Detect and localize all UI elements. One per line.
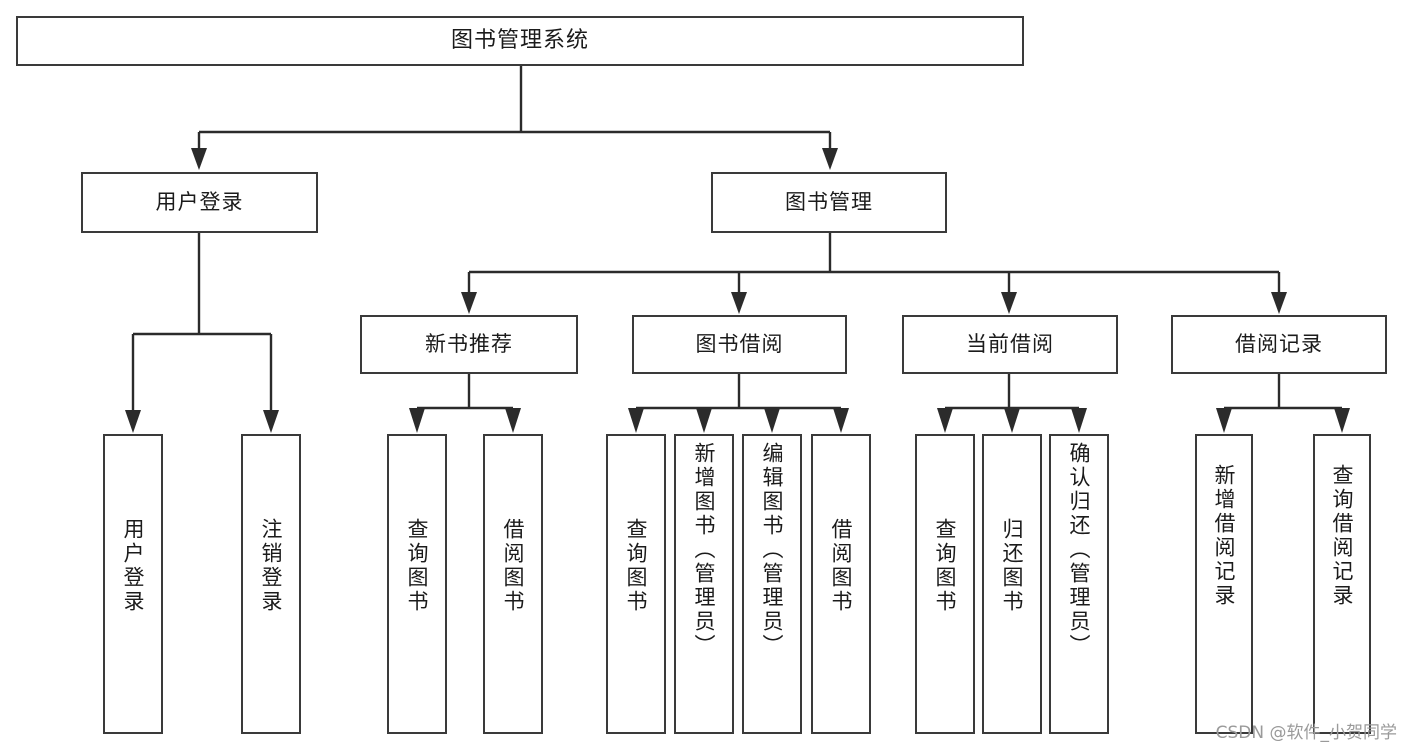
arrow-cb-leaf-3: [1071, 408, 1087, 433]
arrow-bm-child-3: [1001, 292, 1017, 314]
node-user-login-label: 用户登录: [155, 189, 244, 214]
arrow-cb-leaf-2: [1004, 408, 1020, 433]
arrow-nbr-leaf-1: [409, 408, 425, 433]
arrow-bb-leaf-4: [833, 408, 849, 433]
leaf-record-add-record-label: 新增借阅记录: [1212, 464, 1237, 608]
arrow-bm-child-2: [731, 292, 747, 314]
leaf-borrow-edit-book[interactable]: 编辑图书（管理员）: [742, 434, 802, 734]
arrow-book-mgmt: [822, 148, 838, 170]
node-user-login[interactable]: 用户登录: [81, 172, 318, 233]
node-root-label: 图书管理系统: [450, 27, 589, 53]
leaf-borrow-query-book[interactable]: 查询图书: [606, 434, 666, 734]
leaf-current-return-book[interactable]: 归还图书: [982, 434, 1042, 734]
leaf-recommend-borrow-book[interactable]: 借阅图书: [483, 434, 543, 734]
arrow-br-leaf-2: [1334, 408, 1350, 433]
node-borrow-record[interactable]: 借阅记录: [1171, 315, 1387, 374]
arrow-bm-child-4: [1271, 292, 1287, 314]
leaf-borrow-edit-book-label: 编辑图书（管理员）: [760, 442, 785, 658]
leaf-user-login-signin-label: 用户登录: [121, 518, 146, 614]
leaf-borrow-query-book-label: 查询图书: [624, 518, 649, 614]
leaf-borrow-borrow-book-label: 借阅图书: [829, 518, 854, 614]
leaf-borrow-borrow-book[interactable]: 借阅图书: [811, 434, 871, 734]
arrow-cb-leaf-1: [937, 408, 953, 433]
node-book-borrow[interactable]: 图书借阅: [632, 315, 847, 374]
leaf-record-add-record[interactable]: 新增借阅记录: [1195, 434, 1253, 734]
arrow-bm-child-1: [461, 292, 477, 314]
leaf-current-confirm-return[interactable]: 确认归还（管理员）: [1049, 434, 1109, 734]
arrow-bb-leaf-3: [764, 408, 780, 433]
watermark: CSDN @软件_小贺同学: [1215, 723, 1397, 743]
leaf-recommend-query-book[interactable]: 查询图书: [387, 434, 447, 734]
leaf-recommend-borrow-book-label: 借阅图书: [501, 518, 526, 614]
node-new-book-recommend[interactable]: 新书推荐: [360, 315, 578, 374]
node-borrow-record-label: 借阅记录: [1235, 331, 1323, 356]
leaf-borrow-add-book[interactable]: 新增图书（管理员）: [674, 434, 734, 734]
leaf-user-login-signout-label: 注销登录: [259, 518, 284, 614]
node-book-management-label: 图书管理: [785, 189, 873, 214]
leaf-current-query-book-label: 查询图书: [933, 518, 958, 614]
leaf-current-confirm-return-label: 确认归还（管理员）: [1067, 442, 1092, 658]
arrow-bb-leaf-2: [696, 408, 712, 433]
node-root[interactable]: 图书管理系统: [16, 16, 1024, 66]
node-book-borrow-label: 图书借阅: [695, 331, 784, 356]
arrow-user-login: [191, 148, 207, 170]
arrow-nbr-leaf-2: [505, 408, 521, 433]
leaf-user-login-signin[interactable]: 用户登录: [103, 434, 163, 734]
node-current-borrow[interactable]: 当前借阅: [902, 315, 1118, 374]
leaf-borrow-add-book-label: 新增图书（管理员）: [692, 442, 717, 658]
leaf-record-query-record-label: 查询借阅记录: [1330, 464, 1355, 608]
arrow-ul-child-2: [263, 410, 279, 433]
leaf-record-query-record[interactable]: 查询借阅记录: [1313, 434, 1371, 734]
leaf-user-login-signout[interactable]: 注销登录: [241, 434, 301, 734]
arrow-br-leaf-1: [1216, 408, 1232, 433]
node-current-borrow-label: 当前借阅: [966, 331, 1054, 356]
node-book-management[interactable]: 图书管理: [711, 172, 947, 233]
leaf-current-query-book[interactable]: 查询图书: [915, 434, 975, 734]
node-new-book-recommend-label: 新书推荐: [425, 331, 513, 356]
arrow-ul-child-1: [125, 410, 141, 433]
leaf-recommend-query-book-label: 查询图书: [405, 518, 430, 614]
leaf-current-return-book-label: 归还图书: [1000, 518, 1025, 614]
arrow-bb-leaf-1: [628, 408, 644, 433]
